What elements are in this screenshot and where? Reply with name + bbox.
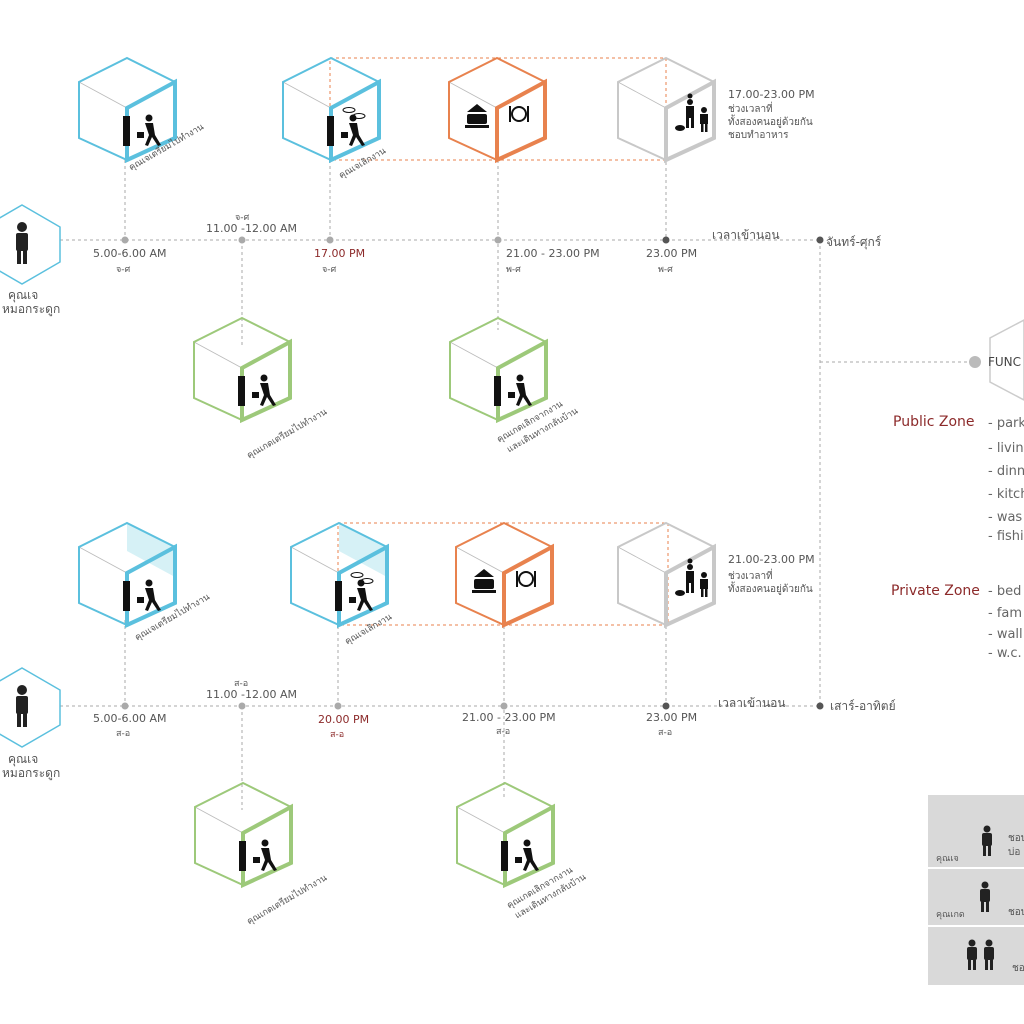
time-dinner-days: พ-ศ <box>506 265 521 275</box>
family-time: 17.00-23.00 PM <box>728 88 815 101</box>
public-zone-item: - dinn <box>988 464 1024 479</box>
wk-family-line-2: ทั้งสองคนอยู่ด้วยกัน <box>728 584 813 595</box>
private-zone-item: - wall <box>988 627 1023 642</box>
cube-wk-her-return <box>456 781 555 889</box>
family-line-2: ทั้งสองคนอยู่ด้วยกัน <box>728 117 813 128</box>
public-zone-item: - was <box>988 510 1023 525</box>
person-role-weekend: หมอกระดูก <box>2 766 61 780</box>
cube-wk-family <box>617 521 716 629</box>
couple-icon <box>967 939 994 970</box>
walking-person-icon <box>238 374 276 406</box>
person-name-weekday: คุณเจ <box>8 288 39 302</box>
cube-wk-her-leave <box>194 781 293 889</box>
cooking-icon <box>472 569 536 593</box>
cube-him-return <box>282 56 381 164</box>
private-zone-item: - w.c. <box>988 646 1022 661</box>
time-evening-days: จ-ศ <box>322 265 337 275</box>
day-label: จันทร์-ศุกร์ <box>826 235 882 249</box>
legend-desc: ชอบ <box>1008 833 1024 844</box>
time-noon-days: จ-ศ <box>235 213 250 223</box>
person-hexagon-weekday <box>0 204 61 285</box>
legend-desc: บ่อ <box>1008 847 1021 858</box>
walking-person-icon <box>327 107 366 146</box>
person-role-weekday: หมอกระดูก <box>2 302 61 316</box>
person-icon <box>980 881 990 912</box>
wk-time-morning-days: ส-อ <box>116 729 131 739</box>
wk-time-sleep: 23.00 PM <box>646 711 698 724</box>
cube-her-leave <box>193 316 292 424</box>
time-morning: 5.00-6.00 AM <box>93 247 167 260</box>
cube-family <box>617 56 716 164</box>
time-noon: 11.00 -12.00 AM <box>206 222 297 235</box>
wk-time-sleep-days: ส-อ <box>658 728 673 738</box>
wk-time-dinner-days: ส-อ <box>496 727 511 737</box>
walking-person-icon <box>335 572 374 611</box>
sleep-label: เวลาเข้านอน <box>712 228 780 242</box>
family-icon <box>675 93 708 132</box>
cube-her-return <box>449 316 548 424</box>
public-zone-item: - livin <box>988 441 1024 456</box>
walking-person-icon <box>123 114 161 146</box>
private-zone-item: - fam <box>988 606 1023 621</box>
wk-day-label: เสาร์-อาทิตย์ <box>830 699 896 713</box>
private-zone-item: - bed <box>988 584 1022 599</box>
public-zone-title: Public Zone <box>893 414 975 430</box>
wk-family-line-1: ช่วงเวลาที่ <box>728 571 773 582</box>
family-icon <box>675 558 708 597</box>
wk-family-time: 21.00-23.00 PM <box>728 553 815 566</box>
time-sleep-days: พ-ศ <box>658 265 673 275</box>
legend-panel: คุณเจ ชอบ บ่อ คุณเกด ชอบ ชอ <box>928 795 1024 985</box>
time-morning-days: จ-ศ <box>116 265 131 275</box>
wk-time-dinner: 21.00 - 23.00 PM <box>462 711 556 724</box>
person-name-weekend: คุณเจ <box>8 752 39 766</box>
wk-time-evening-days: ส-อ <box>330 730 345 740</box>
timeline-dots <box>121 236 981 710</box>
function-label: FUNC <box>988 355 1022 369</box>
wk-time-evening: 20.00 PM <box>318 713 370 726</box>
cube-wk-him-leave <box>78 521 177 629</box>
cube-wk-him-return <box>290 521 389 629</box>
wk-time-noon-days: ส-อ <box>234 679 249 689</box>
walking-person-icon <box>123 579 161 611</box>
walking-person-icon <box>501 839 539 871</box>
person-hexagon-weekend <box>0 667 61 748</box>
cube-him-leave <box>78 56 177 164</box>
public-zone-item: - kitch <box>988 487 1024 502</box>
legend-desc: ชอบ <box>1008 907 1024 918</box>
time-evening: 17.00 PM <box>314 247 366 260</box>
cube-cooking <box>448 56 547 164</box>
public-zone-item: - fishi <box>988 529 1024 544</box>
time-sleep: 23.00 PM <box>646 247 698 260</box>
public-zone-item: - park <box>988 416 1024 431</box>
legend-row-both: ชอ <box>928 925 1024 987</box>
private-zone-title: Private Zone <box>891 583 980 599</box>
person-icon <box>982 825 992 856</box>
wk-sleep-label: เวลาเข้านอน <box>718 696 786 710</box>
timeline-lines <box>60 150 975 810</box>
family-line-1: ช่วงเวลาที่ <box>728 104 773 115</box>
wk-time-morning: 5.00-6.00 AM <box>93 712 167 725</box>
legend-row-him: คุณเจ ชอบ บ่อ <box>928 795 1024 867</box>
legend-name: คุณเจ <box>936 854 959 864</box>
family-line-3: ชอบทำอาหาร <box>728 130 789 141</box>
legend-row-her: คุณเกด ชอบ <box>928 867 1024 927</box>
walking-person-icon <box>494 374 532 406</box>
legend-desc: ชอ <box>1012 963 1024 974</box>
function-hexagon <box>989 319 1024 401</box>
cube-wk-cooking <box>455 521 554 629</box>
walking-person-icon <box>239 839 277 871</box>
legend-name: คุณเกด <box>936 910 965 920</box>
wk-time-noon: 11.00 -12.00 AM <box>206 688 297 701</box>
time-dinner: 21.00 - 23.00 PM <box>506 247 600 260</box>
cooking-icon <box>465 104 529 128</box>
